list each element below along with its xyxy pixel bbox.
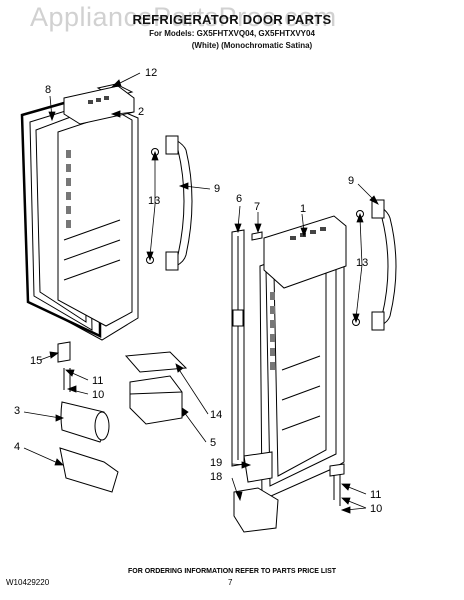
document-id: W10429220 — [6, 578, 50, 587]
callout-8: 8 — [45, 84, 51, 96]
callout-13-left: 13 — [148, 195, 160, 207]
door-bin-5 — [129, 375, 183, 425]
callout-12: 12 — [145, 67, 157, 79]
door-bin-19 — [243, 451, 273, 483]
callout-13-right: 13 — [356, 257, 368, 269]
callout-10-left: 10 — [92, 389, 104, 401]
left-handle — [168, 139, 193, 267]
page-number: 7 — [228, 578, 233, 587]
right-handle — [372, 205, 397, 327]
callout-9-right: 9 — [348, 175, 354, 187]
ordering-note: FOR ORDERING INFORMATION REFER TO PARTS … — [127, 568, 337, 575]
callout-labels: 12 8 2 9 13 6 7 1 9 13 15 11 10 14 3 5 4… — [14, 67, 382, 515]
color-variants: (White) (Monochromatic Satina) — [191, 41, 313, 50]
bottom-hinge-left — [57, 341, 71, 363]
callout-6: 6 — [236, 193, 242, 205]
model-numbers: For Models: GX5FHTXVQ04, GX5FHTXVY04 — [149, 29, 315, 38]
callout-7: 7 — [254, 201, 260, 213]
callout-3: 3 — [14, 405, 20, 417]
callout-11-left: 11 — [92, 375, 103, 387]
callout-5: 5 — [210, 437, 216, 449]
screw-7 — [251, 231, 263, 241]
callout-10-right: 10 — [370, 503, 382, 515]
callout-2: 2 — [138, 106, 144, 118]
callout-14: 14 — [210, 409, 222, 421]
callout-11-right: 11 — [370, 489, 381, 501]
left-door — [20, 93, 139, 341]
callout-9-left: 9 — [214, 183, 220, 195]
hinge-bar — [231, 229, 245, 467]
right-door — [259, 215, 347, 501]
callout-18: 18 — [210, 471, 222, 483]
callout-1: 1 — [300, 203, 306, 215]
callout-19: 19 — [210, 457, 222, 469]
door-bin-4 — [59, 447, 119, 493]
door-bin-18 — [233, 487, 279, 533]
shelf-cover — [124, 351, 188, 373]
callout-15: 15 — [30, 355, 42, 367]
callout-4: 4 — [14, 441, 20, 453]
diagram-title: REFRIGERATOR DOOR PARTS — [132, 12, 332, 27]
